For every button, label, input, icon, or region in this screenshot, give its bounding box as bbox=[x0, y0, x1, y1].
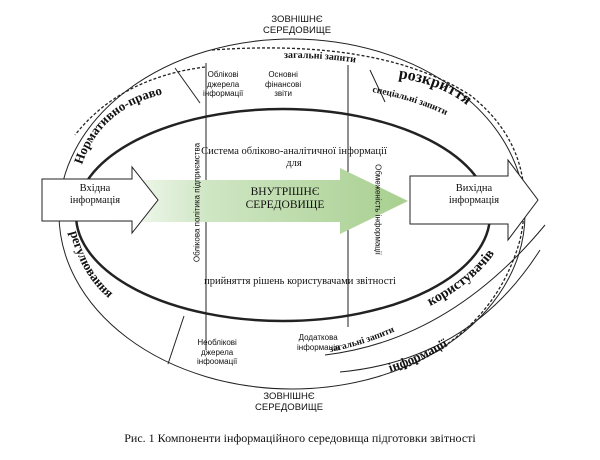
accounting-sources-line-3: інформації bbox=[203, 89, 244, 99]
non-accounting-sources-label: Необлікові джерела інфоомації bbox=[197, 338, 237, 367]
additional-info-line-2: інформація bbox=[297, 342, 340, 352]
outer-top-line-2: СЕРЕДОВИЩЕ bbox=[263, 25, 332, 37]
non-accounting-line-3: інфоомації bbox=[197, 357, 238, 367]
internal-environment-label: ВНУТРІШНЄ СЕРЕДОВИЩЕ bbox=[225, 186, 345, 212]
internal-flow-arrow bbox=[100, 168, 408, 234]
system-line-1: Система обліково-аналітичної інформації bbox=[201, 146, 387, 157]
accounting-sources-line-1: Облікові bbox=[207, 70, 239, 79]
accounting-sources-line-2: джерела bbox=[207, 79, 240, 89]
internal-env-line-1: ВНУТРІШНЄ bbox=[250, 186, 320, 198]
input-info-line-2: інформація bbox=[69, 195, 121, 207]
top-right-divider bbox=[369, 69, 386, 103]
bottom-sweep-line bbox=[324, 224, 546, 356]
financial-reports-line-2: фінансові bbox=[265, 79, 302, 89]
accounting-policy-label: Облікова політика підприємства bbox=[192, 142, 202, 263]
regulation-label: регулювання bbox=[67, 229, 117, 301]
top-left-divider bbox=[174, 67, 201, 104]
svg-text:загальні запити: загальні запити bbox=[284, 50, 357, 66]
outer-environment-top: ЗОВНІШНЄ СЕРЕДОВИЩЕ bbox=[263, 14, 331, 37]
additional-info-line-1: Додаткова bbox=[298, 333, 338, 342]
figure-caption: Рис. 1 Компоненти інформаційного середов… bbox=[124, 431, 476, 445]
financial-reports-line-3: звіти bbox=[274, 89, 293, 99]
svg-text:користувачів: користувачів bbox=[425, 246, 498, 309]
svg-text:Нормативно-правове: Нормативно-правове bbox=[0, 0, 163, 166]
info-constraints-label: Обмеженість інформації bbox=[373, 164, 383, 255]
outer-bottom-line-2: СЕРЕДОВИЩЕ bbox=[255, 402, 324, 414]
accounting-sources-label: Облікові джерела інформації bbox=[203, 70, 243, 99]
outer-bottom-line-1: ЗОВНІШНЄ bbox=[263, 391, 315, 402]
outer-environment-bottom: ЗОВНІШНЄ СЕРЕДОВИЩЕ bbox=[255, 391, 323, 414]
non-accounting-line-1: Необлікові bbox=[197, 338, 237, 347]
outer-dashed-arc bbox=[211, 47, 526, 371]
outer-top-line-1: ЗОВНІШНЄ bbox=[271, 14, 323, 25]
input-info-label: Вхідна інформація bbox=[60, 183, 130, 207]
decisions-label: прийняття рішень користувачами звітності bbox=[204, 276, 396, 287]
financial-reports-line-1: Основні bbox=[268, 70, 298, 79]
internal-env-line-2: СЕРЕДОВИЩЕ bbox=[245, 199, 325, 212]
information-label: інформації bbox=[386, 335, 450, 375]
bottom-left-divider bbox=[167, 315, 185, 365]
system-line-2: для bbox=[286, 158, 302, 170]
financial-reports-label: Основні фінансові звіти bbox=[265, 70, 301, 99]
general-requests-top-label: загальні запити bbox=[284, 50, 357, 66]
output-arrow bbox=[409, 158, 539, 242]
input-info-line-1: Вхідна bbox=[79, 183, 111, 194]
bottom-sweep-line-2 bbox=[339, 249, 541, 373]
output-info-line-2: інформація bbox=[448, 195, 500, 207]
output-info-label: Вихідна інформація bbox=[434, 183, 514, 207]
input-arrow bbox=[41, 165, 159, 235]
non-accounting-line-2: джерела bbox=[201, 347, 234, 357]
output-info-line-1: Вихідна bbox=[455, 183, 493, 194]
normative-legal-label: Нормативно-правове bbox=[0, 0, 163, 166]
users-label: користувачів bbox=[425, 246, 498, 309]
additional-info-label: Додаткова інформація bbox=[297, 333, 339, 352]
svg-text:регулювання: регулювання bbox=[67, 229, 117, 301]
svg-text:інформації: інформації bbox=[386, 335, 450, 375]
system-title: Система обліково-аналітичної інформації … bbox=[189, 146, 399, 170]
